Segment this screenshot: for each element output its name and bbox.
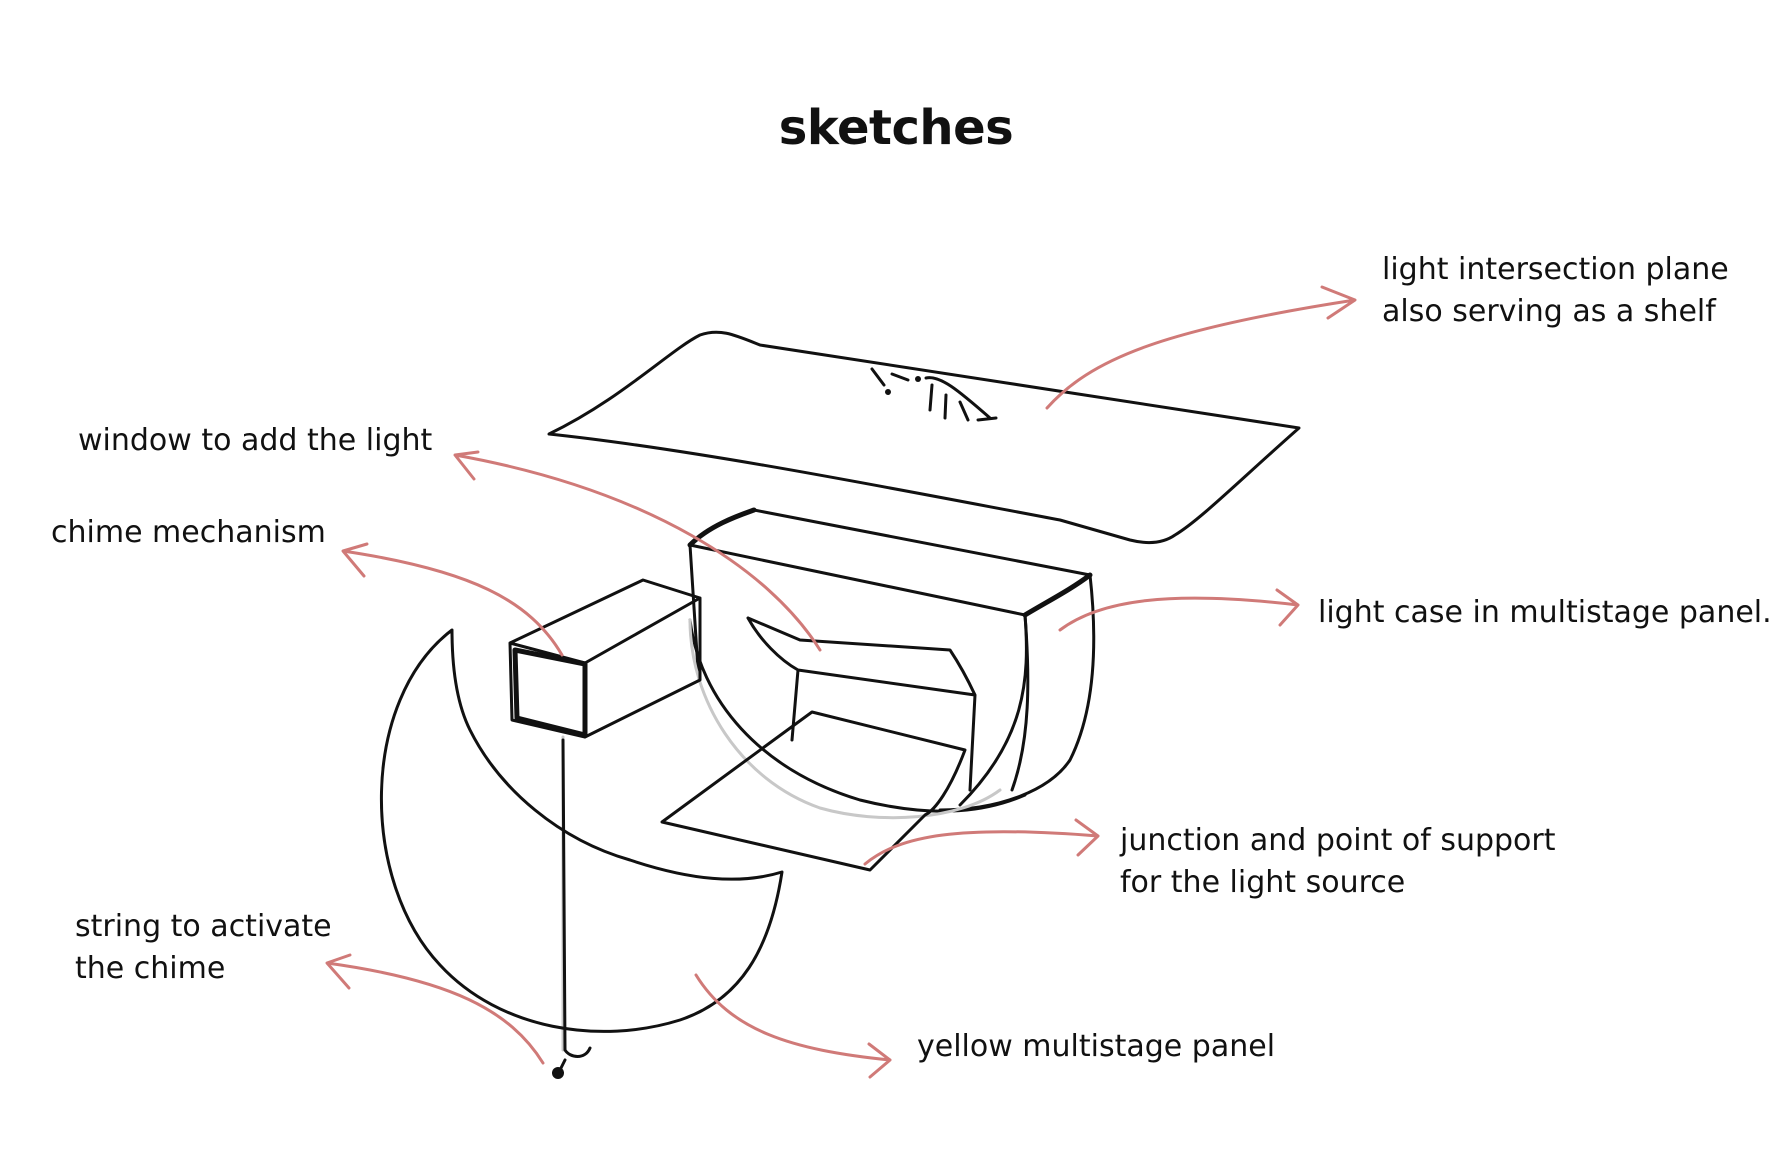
label-line: yellow multistage panel bbox=[917, 1029, 1276, 1064]
junction-plate bbox=[660, 710, 967, 872]
arrow-plane bbox=[1045, 285, 1357, 410]
label-line: for the light source bbox=[1120, 865, 1406, 900]
arrow-chime bbox=[341, 542, 564, 657]
label-chime-mechanism: chime mechanism bbox=[51, 512, 326, 554]
light-case-top-edge bbox=[687, 507, 1093, 618]
arrow-panel bbox=[694, 973, 892, 1079]
label-window: window to add the light bbox=[78, 420, 432, 462]
label-string: string to activate the chime bbox=[75, 906, 332, 990]
arrow-junction bbox=[863, 818, 1100, 866]
string-knob bbox=[552, 1067, 564, 1079]
arrow-case bbox=[1058, 588, 1300, 632]
hidden-contour bbox=[688, 618, 1002, 820]
multistage-panel bbox=[379, 628, 784, 1033]
shelf-mark bbox=[870, 367, 998, 422]
arrow-window bbox=[453, 450, 822, 652]
label-line: the chime bbox=[75, 951, 226, 986]
label-light-intersection-plane: light intersection plane also serving as… bbox=[1382, 249, 1729, 333]
shelf-dot bbox=[885, 389, 891, 395]
label-light-case: light case in multistage panel. bbox=[1318, 592, 1772, 634]
label-multistage-panel: yellow multistage panel bbox=[917, 1026, 1275, 1068]
arrows bbox=[325, 285, 1357, 1079]
arrow-string bbox=[325, 953, 545, 1065]
label-line: light intersection plane bbox=[1382, 252, 1729, 287]
label-line: string to activate bbox=[75, 909, 332, 944]
label-line: junction and point of support bbox=[1120, 823, 1556, 858]
page-title: sketches bbox=[778, 100, 1014, 156]
case-window bbox=[746, 616, 977, 792]
label-junction: junction and point of support for the li… bbox=[1120, 820, 1556, 904]
chime-box bbox=[508, 578, 702, 739]
light-case-side bbox=[938, 573, 1096, 812]
light-case-top bbox=[688, 508, 1092, 617]
label-line: also serving as a shelf bbox=[1382, 294, 1716, 329]
label-line: chime mechanism bbox=[51, 515, 326, 550]
chime-box-front bbox=[512, 647, 588, 738]
label-line: light case in multistage panel. bbox=[1318, 595, 1772, 630]
label-line: window to add the light bbox=[78, 423, 433, 458]
shelf-dot bbox=[915, 376, 921, 382]
chime-string-end bbox=[558, 738, 592, 1072]
shelf-plane bbox=[547, 330, 1301, 544]
